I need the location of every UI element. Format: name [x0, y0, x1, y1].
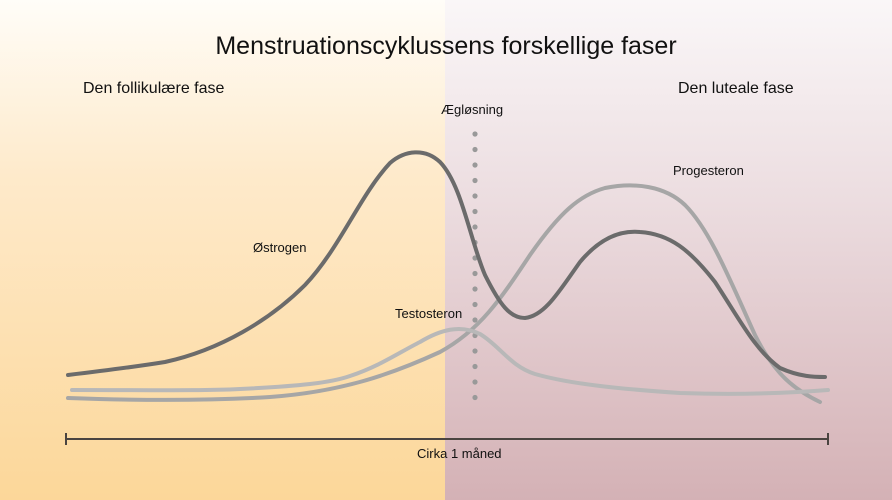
follicular-phase-label: Den follikulære fase	[83, 80, 225, 97]
ovulation-dot	[472, 208, 478, 215]
ovulation-dot	[472, 224, 478, 230]
ovulation-dot	[472, 270, 478, 277]
ovulation-label: Ægløsning	[441, 102, 504, 117]
ovulation-dot	[472, 317, 478, 323]
luteal-phase-background	[445, 0, 892, 500]
ovulation-dot	[472, 193, 478, 199]
ovulation-dot	[472, 162, 478, 168]
ovulation-dot	[472, 177, 478, 184]
ovulation-dot	[472, 348, 478, 354]
timeline-bar	[65, 433, 829, 445]
progesterone-label: Progesteron	[673, 163, 744, 178]
ovulation-dot	[472, 286, 478, 292]
page-title: Menstruationscyklussens forskellige fase…	[215, 32, 677, 60]
estrogen-curve	[66, 150, 827, 379]
ovulation-dot	[472, 394, 478, 401]
progesterone-curve	[66, 183, 822, 404]
ovulation-dot	[472, 301, 478, 308]
ovulation-dot	[472, 131, 478, 137]
ovulation-dotted-line	[472, 131, 478, 401]
luteal-phase-label: Den luteale fase	[678, 80, 794, 97]
testosterone-curve	[70, 326, 830, 396]
timeline-label: Cirka 1 måned	[417, 446, 502, 461]
testosterone-label: Testosteron	[395, 306, 463, 321]
ovulation-dot	[472, 379, 478, 385]
ovulation-dot	[472, 363, 478, 370]
ovulation-dot	[472, 146, 478, 153]
follicular-phase-background	[0, 0, 445, 500]
estrogen-label: Østrogen	[253, 240, 307, 255]
